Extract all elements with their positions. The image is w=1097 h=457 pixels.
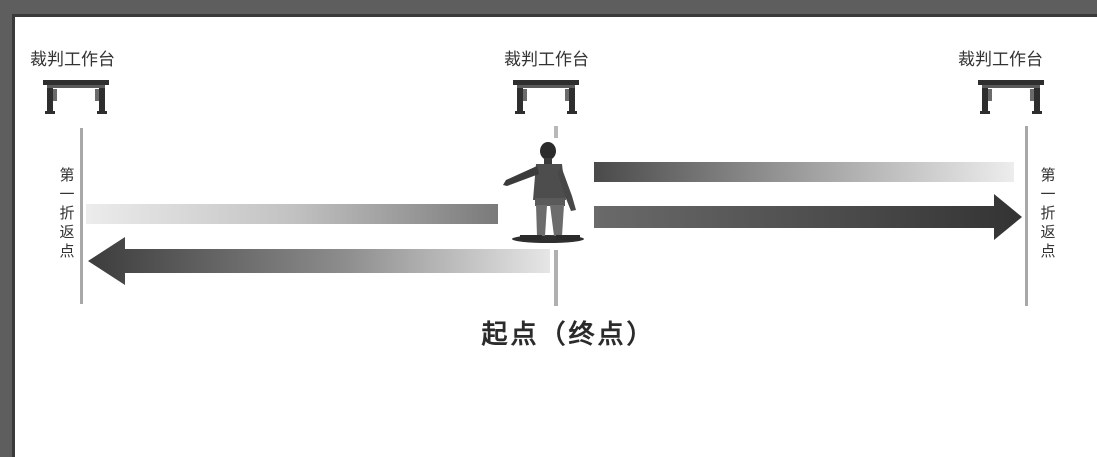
referee-table-icon	[513, 80, 579, 114]
referee-table-icon	[43, 80, 109, 114]
desk-label-left: 裁判工作台	[30, 50, 115, 70]
right-arrow	[594, 194, 1022, 240]
turn-point-label-right: 第一折返点	[1040, 166, 1056, 260]
desk-label-right: 裁判工作台	[958, 50, 1043, 70]
left-upper-path	[86, 204, 498, 224]
start-finish-label: 起点（终点）	[481, 320, 656, 350]
referee-table-icon	[978, 80, 1044, 114]
left-turn-line	[80, 128, 83, 304]
runner-figure-icon	[503, 142, 584, 243]
left-arrow	[88, 237, 550, 285]
start-line-top	[554, 126, 558, 138]
right-upper-path	[594, 162, 1014, 182]
right-turn-line	[1025, 126, 1028, 306]
start-line-bottom	[554, 250, 558, 306]
turn-point-label-left: 第一折返点	[59, 166, 75, 260]
desk-label-center: 裁判工作台	[504, 50, 589, 70]
